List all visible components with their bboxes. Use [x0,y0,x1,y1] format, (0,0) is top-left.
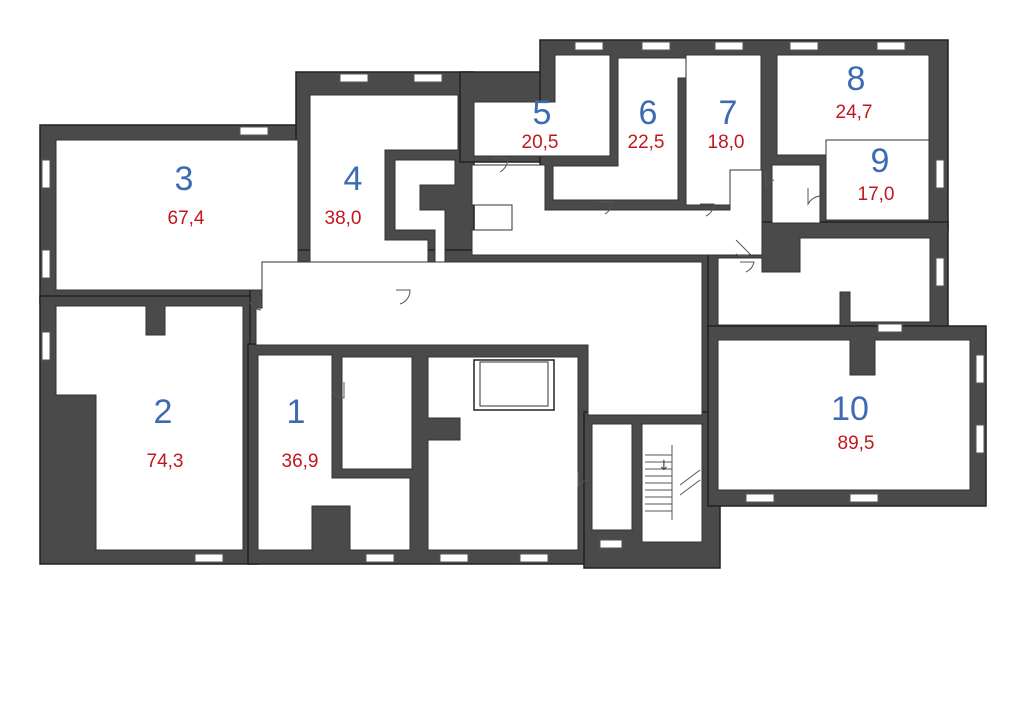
room-6-area: 22,5 [628,132,665,153]
doors [249,157,821,488]
room-7-area: 18,0 [708,132,745,153]
room-9-area: 17,0 [858,184,895,205]
room-2-number: 2 [154,393,173,431]
room-9-number: 9 [871,142,890,180]
room-2-area: 74,3 [147,451,184,472]
room-floors [55,54,971,551]
room-10-number: 10 [831,390,869,428]
room-10-area: 89,5 [838,433,875,454]
room-5-area: 20,5 [522,132,559,153]
room-6-number: 6 [639,94,658,132]
staircase: ↓ [645,445,701,520]
stairs-arrow-icon: ↓ [658,458,670,474]
room-4-area: 38,0 [325,208,362,229]
room-3-area: 67,4 [168,208,205,229]
windows [41,41,985,563]
room-5-number: 5 [533,94,552,132]
room-labels: 3 67,4 4 38,0 5 20,5 6 22,5 7 18,0 8 24,… [147,60,895,472]
room-1-area: 36,9 [282,451,319,472]
room-1-number: 1 [287,393,306,431]
room-3-number: 3 [175,160,194,198]
room-4-number: 4 [344,160,363,198]
room-8-number: 8 [847,60,866,98]
room-8-area: 24,7 [836,102,873,123]
room-7-number: 7 [719,94,738,132]
